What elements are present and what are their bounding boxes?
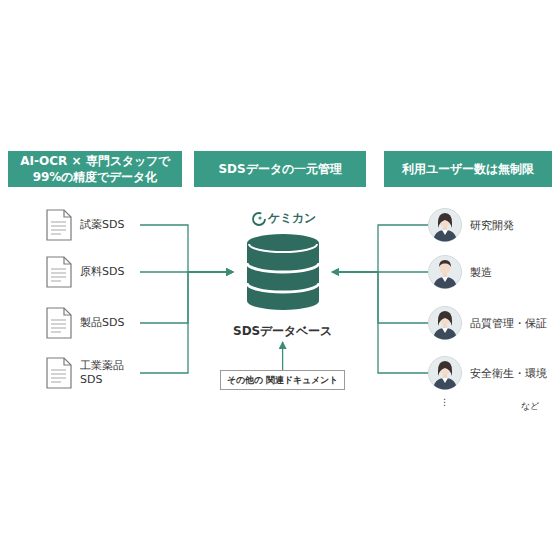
user-node: 安全衛生・環境 [428,355,547,391]
document-icon [46,209,72,241]
node-text: 工業薬品 SDS [80,359,130,388]
header-band: SDSデータの一元管理 [194,151,366,187]
user-node: 研究開発 [428,207,514,243]
node-text: 利用ユーザー数は無制限 [402,161,534,177]
connector-line [332,225,428,272]
document-node: 原料SDS [46,255,140,289]
node-text: その他の 関連ドキュメント [227,374,338,386]
connector-line [140,225,233,272]
logo-dot [258,216,261,219]
connector-line [332,272,428,323]
user-avatar [428,306,462,340]
document-icon [46,357,72,389]
document-node: 製品SDS [46,306,140,340]
connector-line [332,272,428,373]
database-cylinder [245,233,321,311]
header-band: 利用ユーザー数は無制限 [384,151,552,187]
database-node: SDSデータベース [233,233,332,340]
document-icon [46,307,72,339]
node-text: AI-OCR × 専門スタッフで 99%の精度でデータ化 [14,153,176,185]
document-node: 試薬SDS [46,208,140,242]
logo-ring [253,213,265,225]
node-text: 品質管理・保証 [470,316,547,331]
user-avatar [428,255,462,289]
user-node: 製造 [428,254,492,290]
node-text: SDSデータベース [233,323,332,340]
document-icon [46,256,72,288]
node-text: 製品SDS [80,316,124,330]
user-node: 品質管理・保証 [428,305,547,341]
node-text: 安全衛生・環境 [470,366,547,381]
note-label: など [521,400,539,413]
node-text: SDSデータの一元管理 [218,161,341,177]
logo-text: ケミカン [268,210,316,227]
node-text: 原料SDS [80,265,124,279]
header-band: AI-OCR × 専門スタッフで 99%の精度でデータ化 [8,151,182,187]
note-label: ⋮ [440,397,449,407]
connector-line [140,272,233,323]
node-text: 研究開発 [470,218,514,233]
user-avatar [428,356,462,390]
connector-line [140,272,233,373]
connector-line [282,342,283,370]
user-avatar [428,208,462,242]
document-box: その他の 関連ドキュメント [220,370,345,390]
node-text: 試薬SDS [80,218,124,232]
node-text: 製造 [470,265,492,280]
document-node: 工業薬品 SDS [46,356,140,390]
